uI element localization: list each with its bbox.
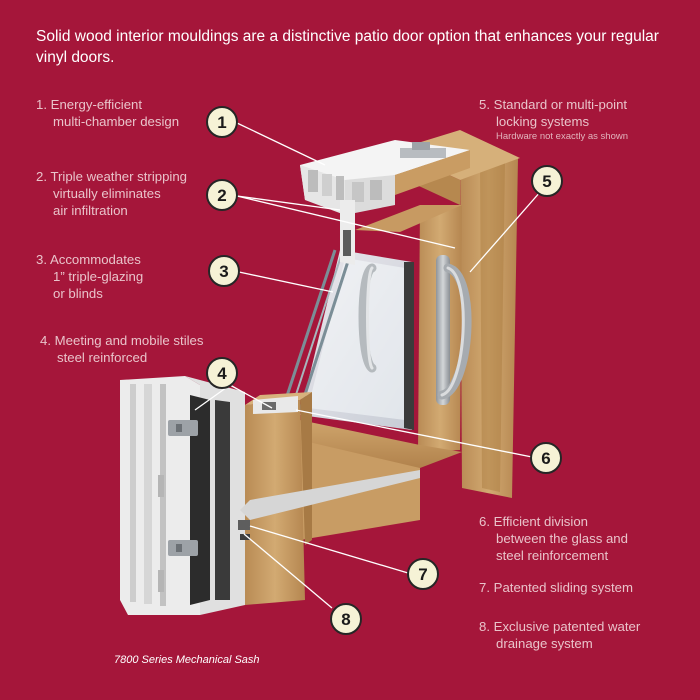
- leader-8: [243, 533, 333, 609]
- badge-7: 7: [407, 558, 439, 590]
- leader-1: [236, 122, 326, 166]
- badge-8: 8: [330, 603, 362, 635]
- vinyl-top-profile: [300, 140, 470, 215]
- badge-1-label: 1: [217, 113, 226, 132]
- feature-7-number: 7.: [479, 580, 490, 595]
- leader-3: [238, 271, 334, 293]
- badge-2-label: 2: [217, 186, 226, 205]
- badge-4-label: 4: [217, 364, 227, 383]
- leader-2a: [236, 195, 341, 211]
- feature-5-number: 5.: [479, 97, 490, 112]
- feature-3-number: 3.: [36, 252, 47, 267]
- leader-4a: [194, 384, 231, 411]
- headline: Solid wood interior mouldings are a dist…: [36, 28, 659, 66]
- badge-8-label: 8: [341, 610, 350, 629]
- feature-5-line-1: Standard or multi-point: [493, 97, 628, 112]
- feature-3: 3. Accommodates 1” triple-glazing or bli…: [36, 251, 143, 302]
- feature-8: 8. Exclusive patented water drainage sys…: [479, 618, 640, 652]
- feature-3-line-2: 1” triple-glazing: [53, 269, 144, 284]
- leader-5: [469, 182, 549, 273]
- badge-5: 5: [531, 165, 563, 197]
- feature-2-number: 2.: [36, 169, 47, 184]
- feature-7: 7. Patented sliding system: [479, 579, 633, 596]
- feature-2-line-1: Triple weather stripping: [50, 169, 188, 184]
- feature-8-line-2: drainage system: [496, 636, 593, 651]
- vinyl-stile-edge: [340, 200, 355, 265]
- badge-1: 1: [206, 106, 238, 138]
- badge-5-label: 5: [542, 172, 551, 191]
- feature-3-line-1: Accommodates: [49, 252, 141, 267]
- feature-1-number: 1.: [36, 97, 47, 112]
- feature-4-line-2: steel reinforced: [57, 350, 148, 365]
- leader-6: [295, 409, 533, 458]
- feature-7-line-1: Patented sliding system: [493, 580, 633, 595]
- glass-pane: [282, 249, 414, 430]
- feature-6: 6. Efficient division between the glass …: [479, 513, 628, 564]
- feature-6-line-3: steel reinforcement: [496, 548, 609, 563]
- badge-4: 4: [206, 357, 238, 389]
- badge-6-label: 6: [541, 449, 550, 468]
- badge-6: 6: [530, 442, 562, 474]
- badge-7-label: 7: [418, 565, 427, 584]
- leader-7: [249, 525, 409, 574]
- door-handle: [358, 255, 472, 405]
- feature-6-number: 6.: [479, 514, 490, 529]
- feature-4-line-1: Meeting and mobile stiles: [54, 333, 204, 348]
- callout-leaders: [194, 122, 549, 609]
- feature-2-line-3: air infiltration: [53, 203, 128, 218]
- feature-4: 4. Meeting and mobile stiles steel reinf…: [40, 332, 203, 366]
- feature-2-line-2: virtually eliminates: [53, 186, 161, 201]
- badge-3: 3: [208, 255, 240, 287]
- feature-1-line-2: multi-chamber design: [53, 114, 180, 129]
- feature-1-line-1: Energy-efficient: [50, 97, 143, 112]
- caption: 7800 Series Mechanical Sash: [114, 654, 260, 666]
- feature-5: 5. Standard or multi-point locking syste…: [479, 96, 628, 144]
- feature-1: 1. Energy-efficient multi-chamber design: [36, 96, 179, 130]
- badge-2: 2: [206, 179, 238, 211]
- feature-6-line-1: Efficient division: [493, 514, 588, 529]
- feature-3-line-3: or blinds: [53, 286, 103, 301]
- feature-8-line-1: Exclusive patented water: [493, 619, 641, 634]
- sliding-track: [238, 470, 420, 540]
- steel-reinforced-stile: [120, 376, 245, 615]
- feature-2: 2. Triple weather stripping virtually el…: [36, 168, 187, 219]
- feature-8-number: 8.: [479, 619, 490, 634]
- leader-2b: [236, 195, 456, 249]
- feature-4-number: 4.: [40, 333, 51, 348]
- feature-6-line-2: between the glass and: [496, 531, 628, 546]
- leader-4b: [229, 384, 273, 409]
- feature-5-line-2: locking systems: [496, 114, 590, 129]
- badge-3-label: 3: [219, 262, 228, 281]
- feature-5-note: Hardware not exactly as shown: [496, 131, 629, 142]
